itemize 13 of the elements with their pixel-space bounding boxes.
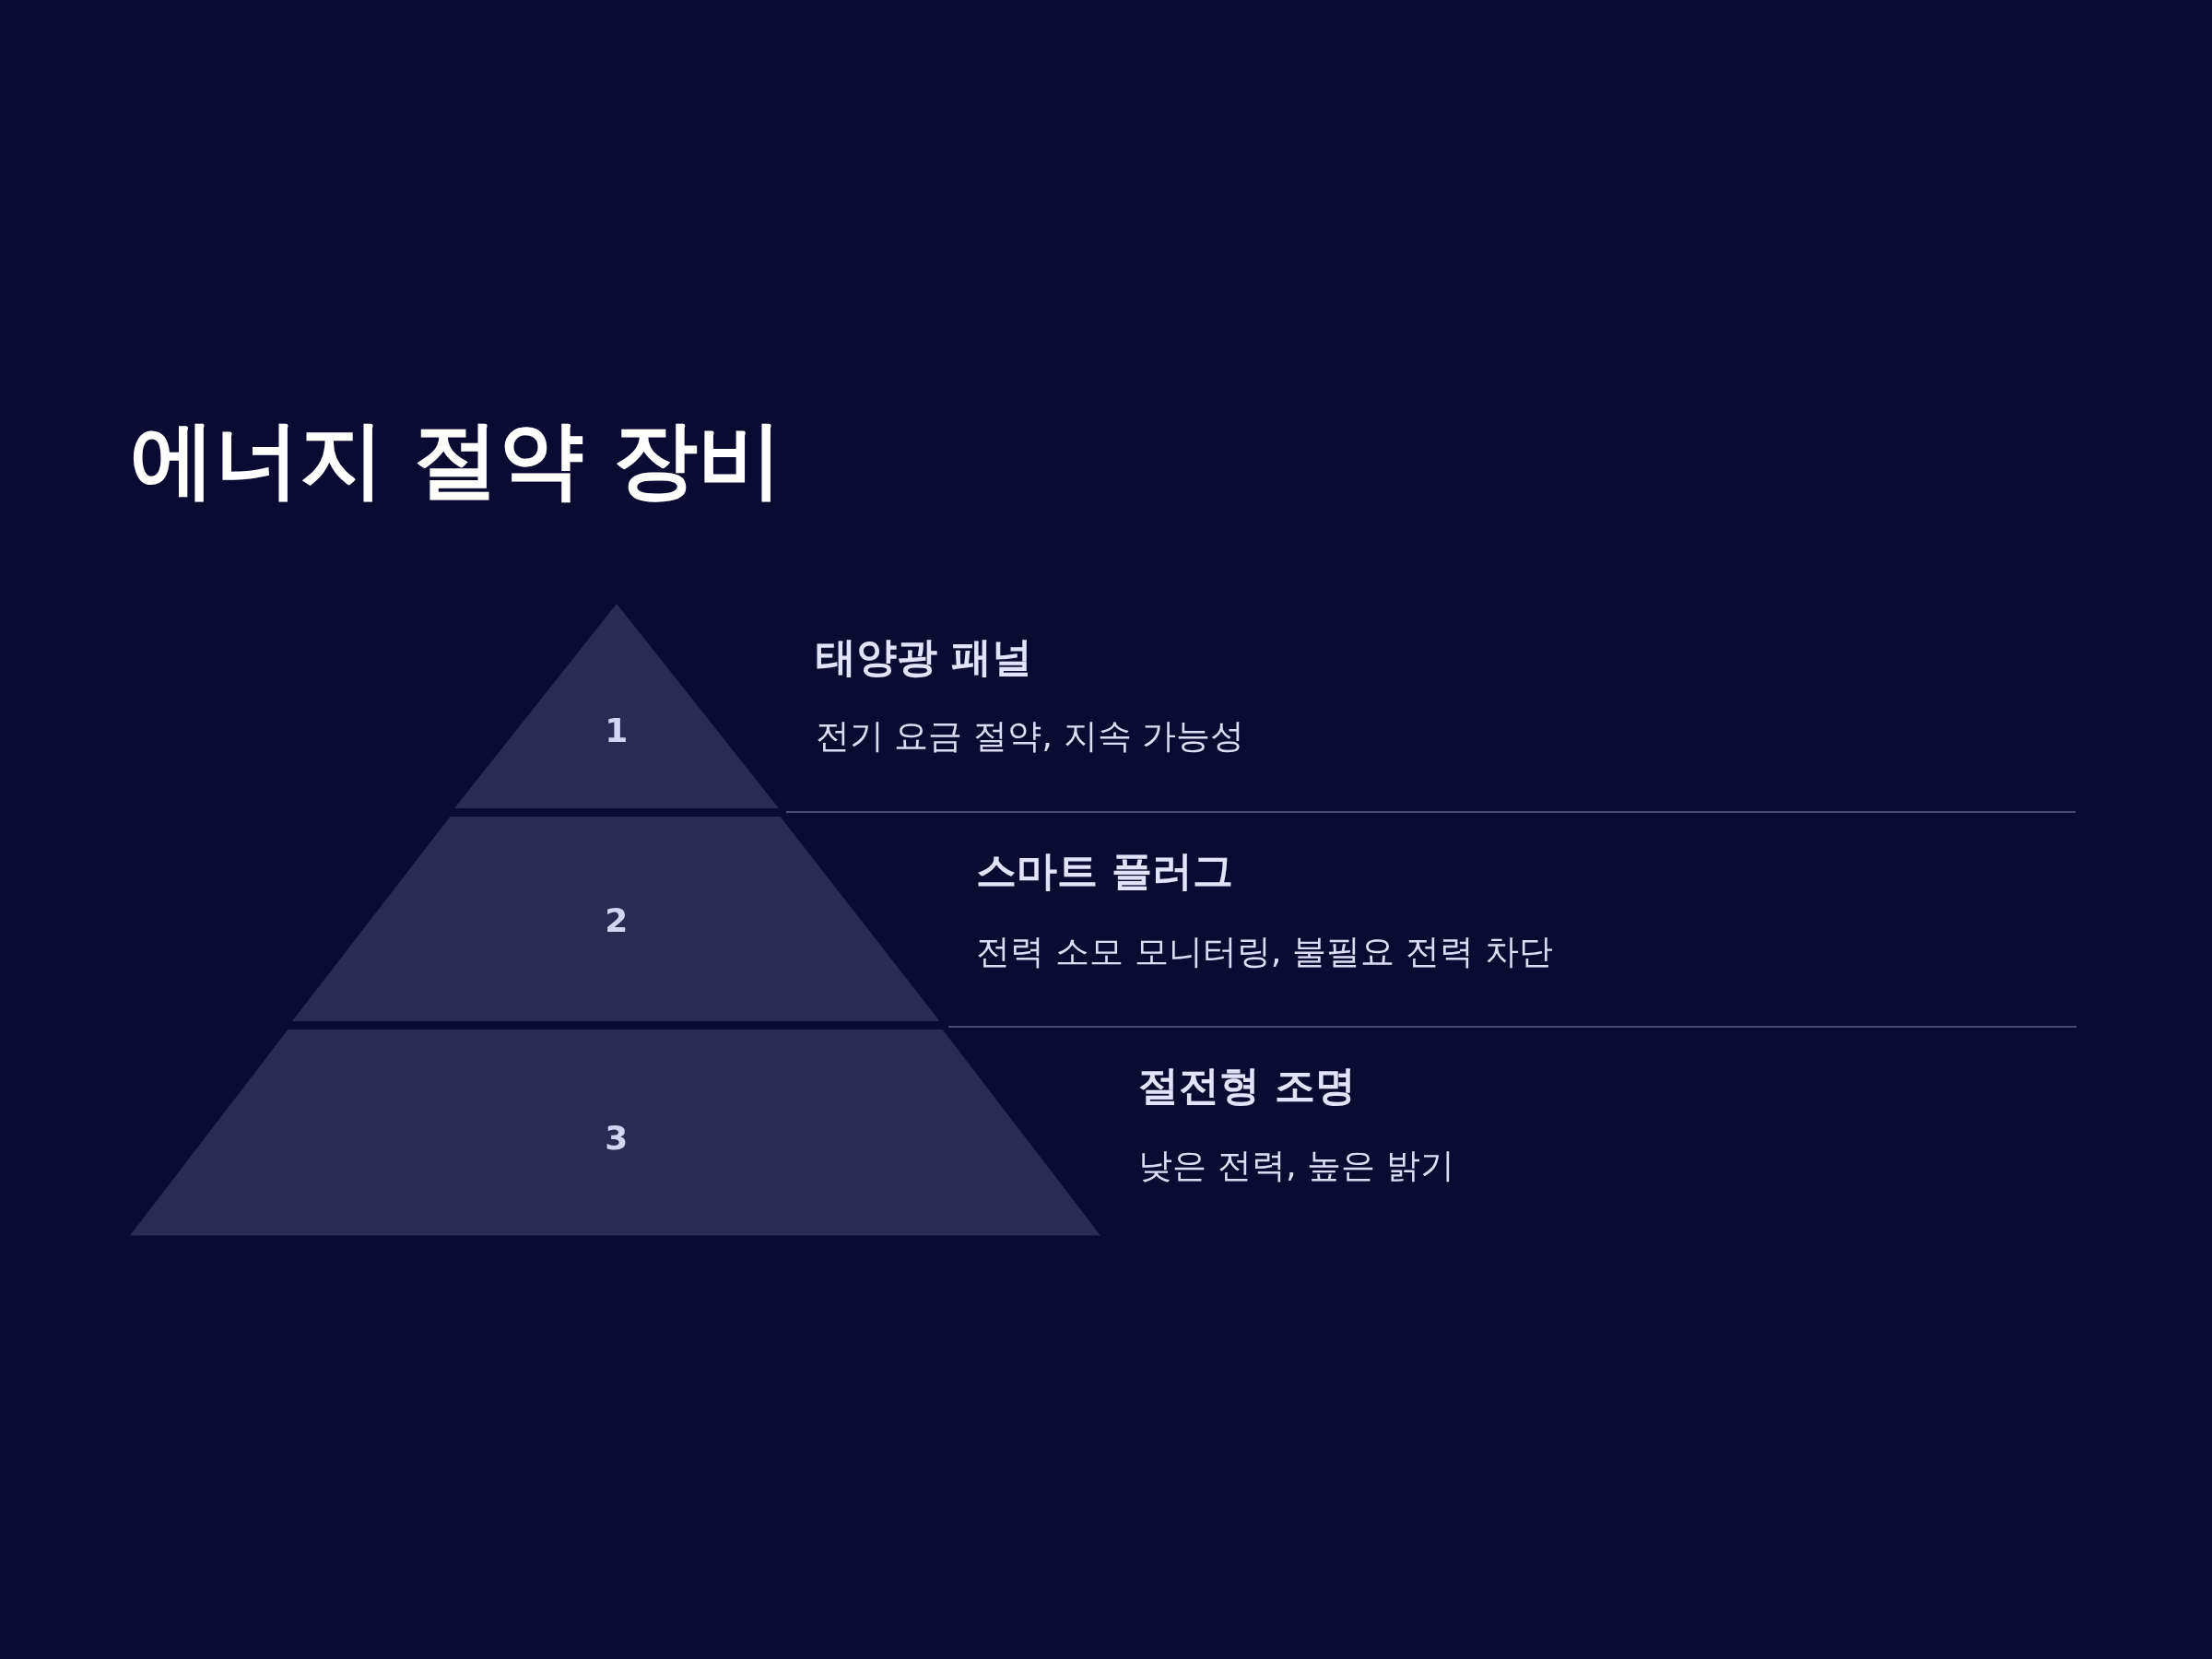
pyramid-tier [453, 604, 779, 809]
tier-description: 낮은 전력, 높은 밝기 [1138, 1147, 1455, 1186]
tier-heading: 스마트 플러그 [976, 849, 1234, 894]
tier-description: 전력 소모 모니터링, 불필요 전력 차단 [976, 933, 1553, 971]
tier-description: 전기 요금 절약, 지속 가능성 [815, 717, 1245, 756]
tier-number: 2 [604, 904, 629, 938]
tier-number: 3 [604, 1122, 629, 1156]
tier-heading: 태양광 패널 [815, 634, 1032, 680]
tier-number: 1 [604, 713, 629, 747]
tier-heading: 절전형 조명 [1138, 1064, 1356, 1109]
pyramid-tier [291, 817, 940, 1022]
page-title: 에너지 절약 장비 [129, 412, 782, 506]
pyramid-tier [129, 1030, 1100, 1236]
